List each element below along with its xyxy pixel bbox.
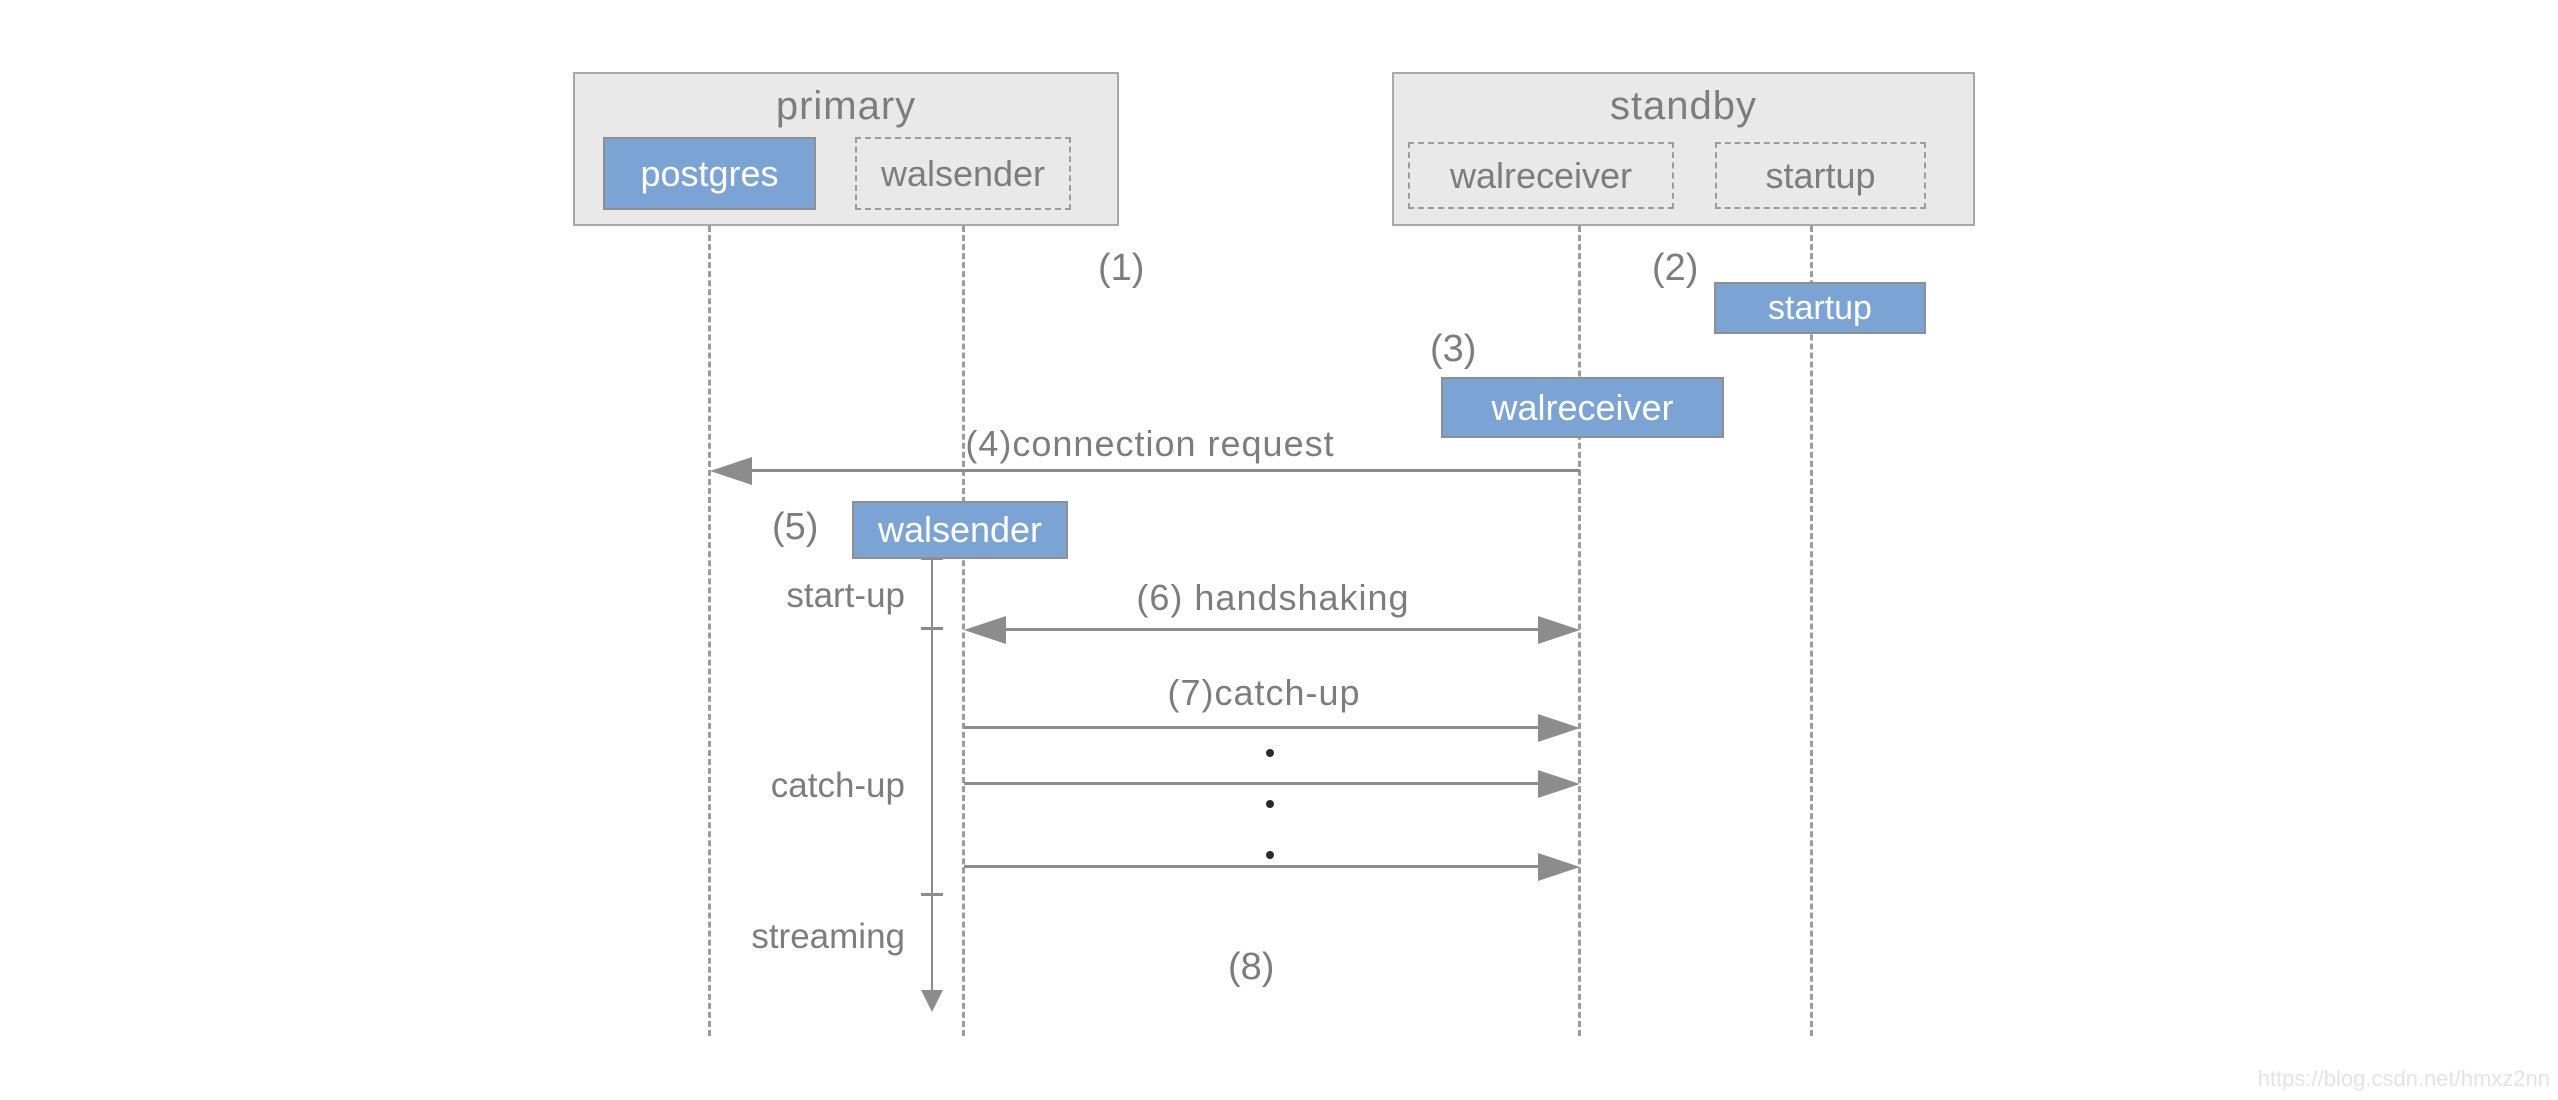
postgres-process-label: postgres [640, 152, 779, 194]
primary-title: primary [775, 84, 917, 128]
step-3-label: (3) [1430, 328, 1477, 370]
handshaking-label: (6) handshaking [1136, 577, 1410, 618]
startup-lifeline [1810, 226, 1813, 1036]
catchup-arrow-1-head-icon [1538, 714, 1580, 742]
catchup-arrow-3-head-icon [1538, 853, 1580, 881]
catchup-message-label: (7)catch-up [1167, 672, 1361, 713]
catchup-arrow-2-head-icon [1538, 770, 1580, 798]
walreceiver-activation-label: walreceiver [1491, 386, 1674, 428]
walreceiver-process-label: walreceiver [1449, 154, 1633, 196]
standby-server-box: standby [1392, 72, 1975, 226]
phase-tick-catchup-end [921, 893, 943, 896]
ellipsis-dot-1 [1266, 749, 1274, 757]
watermark-url: https://blog.csdn.net/hmxz2nn [2257, 1066, 2550, 1091]
startup-process-box: startup [1715, 142, 1926, 209]
phase-startup-label: start-up [786, 576, 905, 615]
postgres-process-box: postgres [603, 137, 816, 210]
handshaking-arrow-line [1004, 628, 1540, 631]
connection-request-arrowhead-icon [710, 457, 752, 485]
walsender-activation-box: walsender [852, 501, 1068, 559]
phase-timeline [931, 558, 933, 992]
ellipsis-dot-2 [1266, 800, 1274, 808]
step-5-label: (5) [772, 506, 819, 548]
postgres-lifeline [708, 226, 711, 1036]
startup-activation-box: startup [1714, 282, 1926, 334]
walsender-process-label: walsender [880, 152, 1046, 194]
step-8-label: (8) [1228, 946, 1275, 988]
walreceiver-activation-box: walreceiver [1441, 377, 1724, 438]
phase-streaming-label: streaming [751, 917, 905, 956]
phase-catchup-label: catch-up [770, 766, 905, 805]
phase-timeline-arrowhead-icon [921, 990, 943, 1012]
walsender-activation-label: walsender [877, 509, 1043, 550]
startup-process-label: startup [1765, 154, 1876, 196]
handshaking-right-arrowhead-icon [1538, 616, 1580, 644]
catchup-arrow-1-line [964, 726, 1540, 729]
walsender-lifeline [962, 226, 965, 1036]
step-1-label: (1) [1098, 247, 1145, 289]
startup-activation-label: startup [1768, 288, 1872, 327]
phase-tick-startup-end [921, 627, 943, 630]
ellipsis-dot-3 [1266, 851, 1274, 859]
catchup-arrow-3-line [964, 865, 1540, 868]
connection-request-label: (4)connection request [965, 423, 1335, 464]
step-2-label: (2) [1652, 247, 1699, 289]
standby-title: standby [1609, 84, 1758, 128]
connection-request-arrow-line [752, 469, 1580, 472]
walsender-process-box: walsender [855, 137, 1071, 210]
catchup-arrow-2-line [964, 782, 1540, 785]
handshaking-left-arrowhead-icon [964, 616, 1006, 644]
walreceiver-process-box: walreceiver [1408, 142, 1674, 209]
